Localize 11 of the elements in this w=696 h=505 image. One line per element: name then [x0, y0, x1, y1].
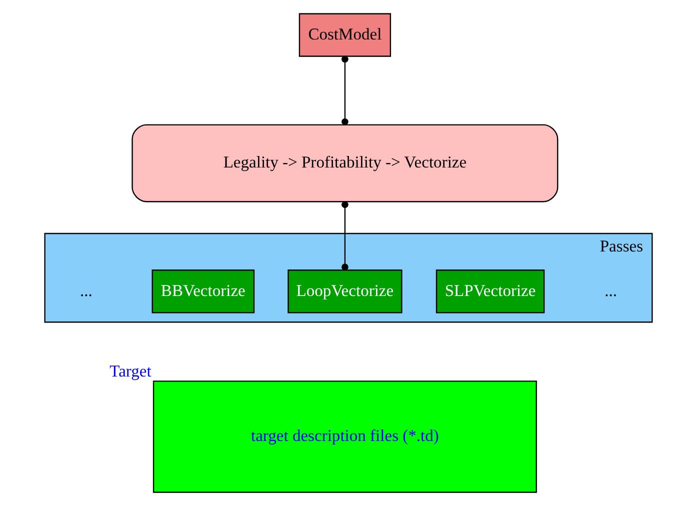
- node-box: SLPVectorize: [435, 269, 544, 313]
- label: ...: [604, 280, 617, 300]
- node-label: Target: [109, 361, 151, 380]
- connector: [341, 55, 348, 125]
- node-box: CostModel: [298, 12, 391, 56]
- label: ...: [79, 280, 92, 300]
- node-box: LoopVectorize: [287, 269, 402, 313]
- node-box: Legality -> Profitability -> Vectorize: [131, 124, 558, 202]
- connector: [341, 200, 348, 270]
- node-box: target description files (*.td): [152, 380, 536, 492]
- node-box: BBVectorize: [151, 269, 254, 313]
